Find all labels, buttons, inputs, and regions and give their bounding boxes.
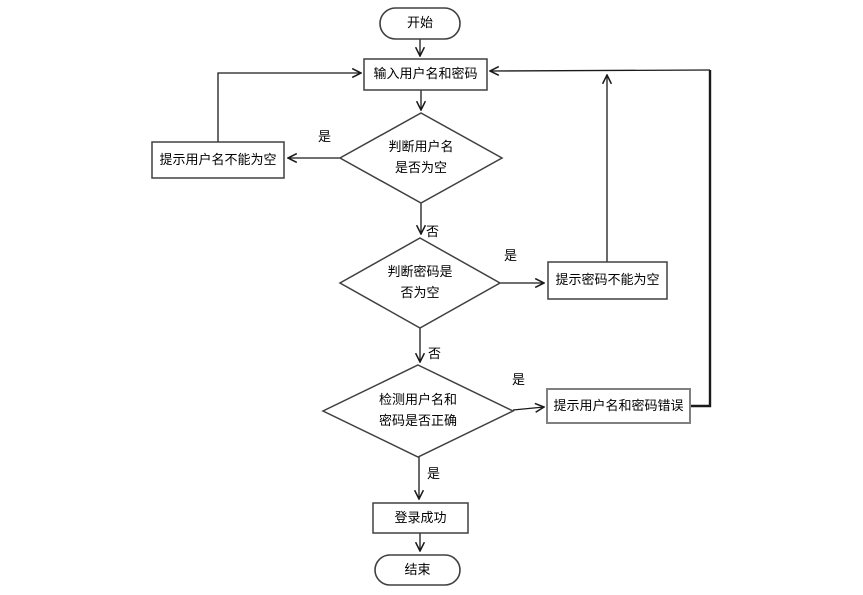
edge-label-password-empty-no: 否 bbox=[428, 347, 442, 362]
edge-label-username-empty-no: 否 bbox=[426, 225, 440, 240]
end-terminator-shape bbox=[374, 554, 461, 586]
check-username-line1: 判断用户名 bbox=[388, 140, 454, 155]
check-password-line2: 否为空 bbox=[400, 286, 440, 301]
success-process-shape bbox=[372, 502, 469, 534]
check-credentials-label: 检测用户名和 密码是否正确 bbox=[328, 388, 508, 434]
check-username-decision-shape bbox=[338, 112, 504, 204]
check-credentials-decision-shape bbox=[321, 364, 515, 458]
warn-password-label: 提示密码不能为空 bbox=[555, 273, 660, 288]
edge-label-credentials-correct-yes: 是 bbox=[427, 467, 441, 482]
check-credentials-line1: 检测用户名和 bbox=[378, 393, 457, 408]
edge-label-password-empty-yes: 是 bbox=[504, 249, 518, 264]
success-label: 登录成功 bbox=[394, 510, 447, 526]
input-process-shape bbox=[363, 58, 488, 91]
check-password-label: 判断密码是 否为空 bbox=[340, 260, 500, 306]
check-username-line2: 是否为空 bbox=[394, 161, 447, 176]
check-password-line1: 判断密码是 bbox=[387, 265, 453, 280]
end-label: 结束 bbox=[404, 562, 431, 578]
warn-username-process-shape bbox=[151, 141, 285, 179]
edge-loop-back-to-input bbox=[490, 70, 711, 71]
edge-check-credentials-yes bbox=[512, 407, 544, 410]
edge-warn-username-loop bbox=[217, 73, 361, 142]
edge-label-credentials-wrong-yes: 是 bbox=[512, 373, 526, 388]
check-credentials-line2: 密码是否正确 bbox=[378, 414, 457, 429]
edge-label-username-empty-yes: 是 bbox=[318, 130, 332, 145]
warn-credentials-process-shape bbox=[546, 388, 691, 424]
input-label: 输入用户名和密码 bbox=[373, 67, 478, 82]
edge-warn-credentials-loop-vertical bbox=[690, 70, 712, 408]
warn-password-process-shape bbox=[547, 261, 668, 300]
warn-credentials-label: 提示用户名和密码错误 bbox=[553, 398, 684, 414]
check-password-decision-shape bbox=[338, 237, 502, 329]
start-terminator-shape bbox=[379, 7, 461, 40]
warn-username-label: 提示用户名不能为空 bbox=[159, 152, 277, 168]
start-label: 开始 bbox=[406, 16, 433, 31]
check-username-label: 判断用户名 是否为空 bbox=[341, 135, 501, 181]
